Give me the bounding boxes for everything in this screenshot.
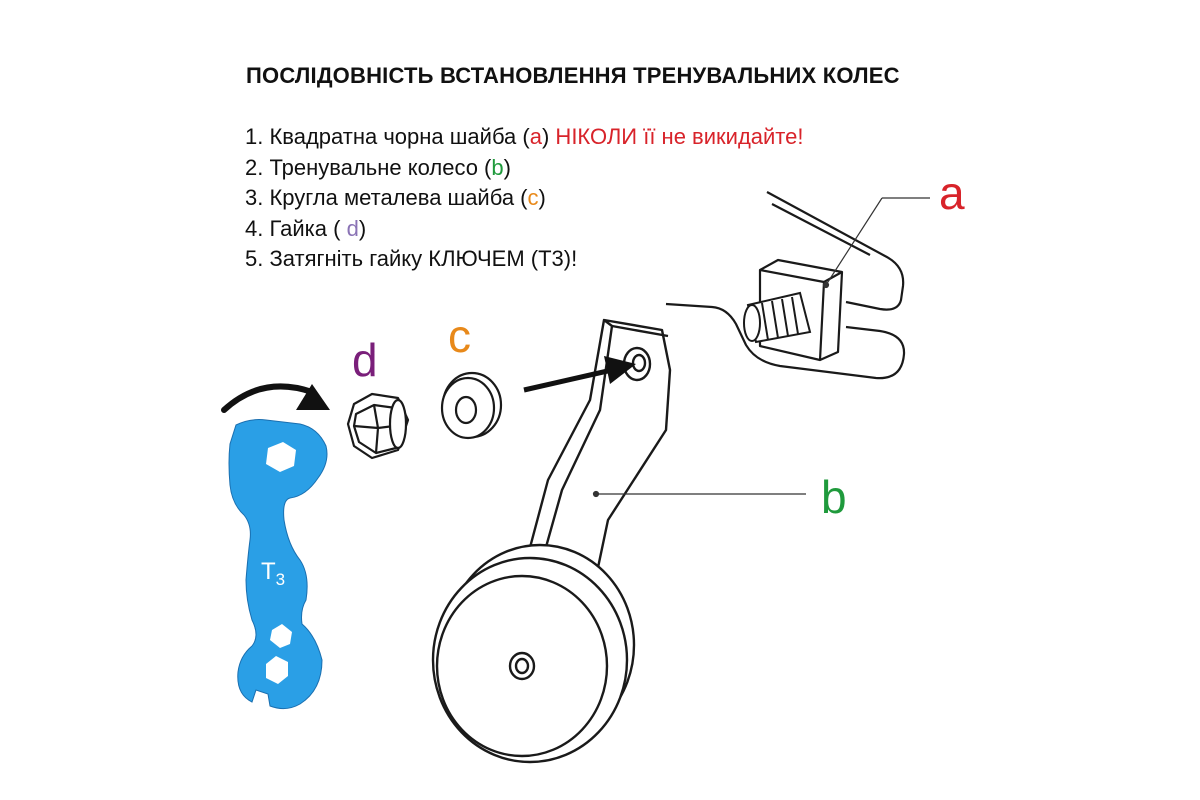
step-1: 1. Квадратна чорна шайба (a) НІКОЛИ її н… xyxy=(245,122,803,153)
step-5: 5. Затягніть гайку КЛЮЧЕМ (Т3)! xyxy=(245,244,803,275)
step-1-close: ) xyxy=(541,124,550,149)
wrench-icon xyxy=(228,419,328,710)
step-2-letter: b xyxy=(491,154,504,180)
step-1-letter: a xyxy=(529,124,542,149)
step-2: 2. Тренувальне колесо (b) xyxy=(245,153,803,184)
step-4: 4. Гайка ( d) xyxy=(245,214,803,245)
nut-icon xyxy=(346,392,410,460)
step-3-close: ) xyxy=(538,185,546,210)
step-1-text: 1. Квадратна чорна шайба ( xyxy=(245,124,530,149)
training-wheel-icon xyxy=(431,318,672,764)
step-2-close: ) xyxy=(503,154,511,180)
step-3: 3. Кругла металева шайба (c) xyxy=(245,183,803,214)
leader-lines xyxy=(592,197,930,498)
wrench-mark: T3 xyxy=(261,558,286,589)
frame-dropout-icon xyxy=(665,191,906,380)
washer-icon xyxy=(440,371,503,440)
step-3-letter: c xyxy=(527,185,539,210)
label-d: d xyxy=(352,334,378,386)
rotate-arrow-icon xyxy=(221,383,330,413)
page-title: ПОСЛІДОВНІСТЬ ВСТАНОВЛЕННЯ ТРЕНУВАЛЬНИХ … xyxy=(246,63,900,88)
bolt-icon xyxy=(743,291,812,344)
step-1-warning: НІКОЛИ її не викидайте! xyxy=(549,124,804,149)
step-2-text: 2. Тренувальне колесо ( xyxy=(245,154,492,180)
instruction-list: 1. Квадратна чорна шайба (a) НІКОЛИ її н… xyxy=(245,122,803,275)
insert-arrow-icon xyxy=(523,356,636,393)
label-a: a xyxy=(939,167,965,219)
wrench-mark-number: 3 xyxy=(275,570,286,589)
step-3-text: 3. Кругла металева шайба ( xyxy=(245,185,528,210)
wrench-mark-letter: T xyxy=(261,558,276,585)
label-b: b xyxy=(821,471,847,523)
leader-line-a xyxy=(825,197,883,286)
step-4-letter: d xyxy=(346,215,359,241)
step-4-close: ) xyxy=(358,215,367,241)
label-c: c xyxy=(448,310,471,362)
leader-dot-a xyxy=(822,281,830,289)
step-5-text: 5. Затягніть гайку КЛЮЧЕМ (Т3)! xyxy=(245,246,578,271)
step-4-text: 4. Гайка ( xyxy=(245,215,347,241)
leader-dot-b xyxy=(592,490,600,498)
